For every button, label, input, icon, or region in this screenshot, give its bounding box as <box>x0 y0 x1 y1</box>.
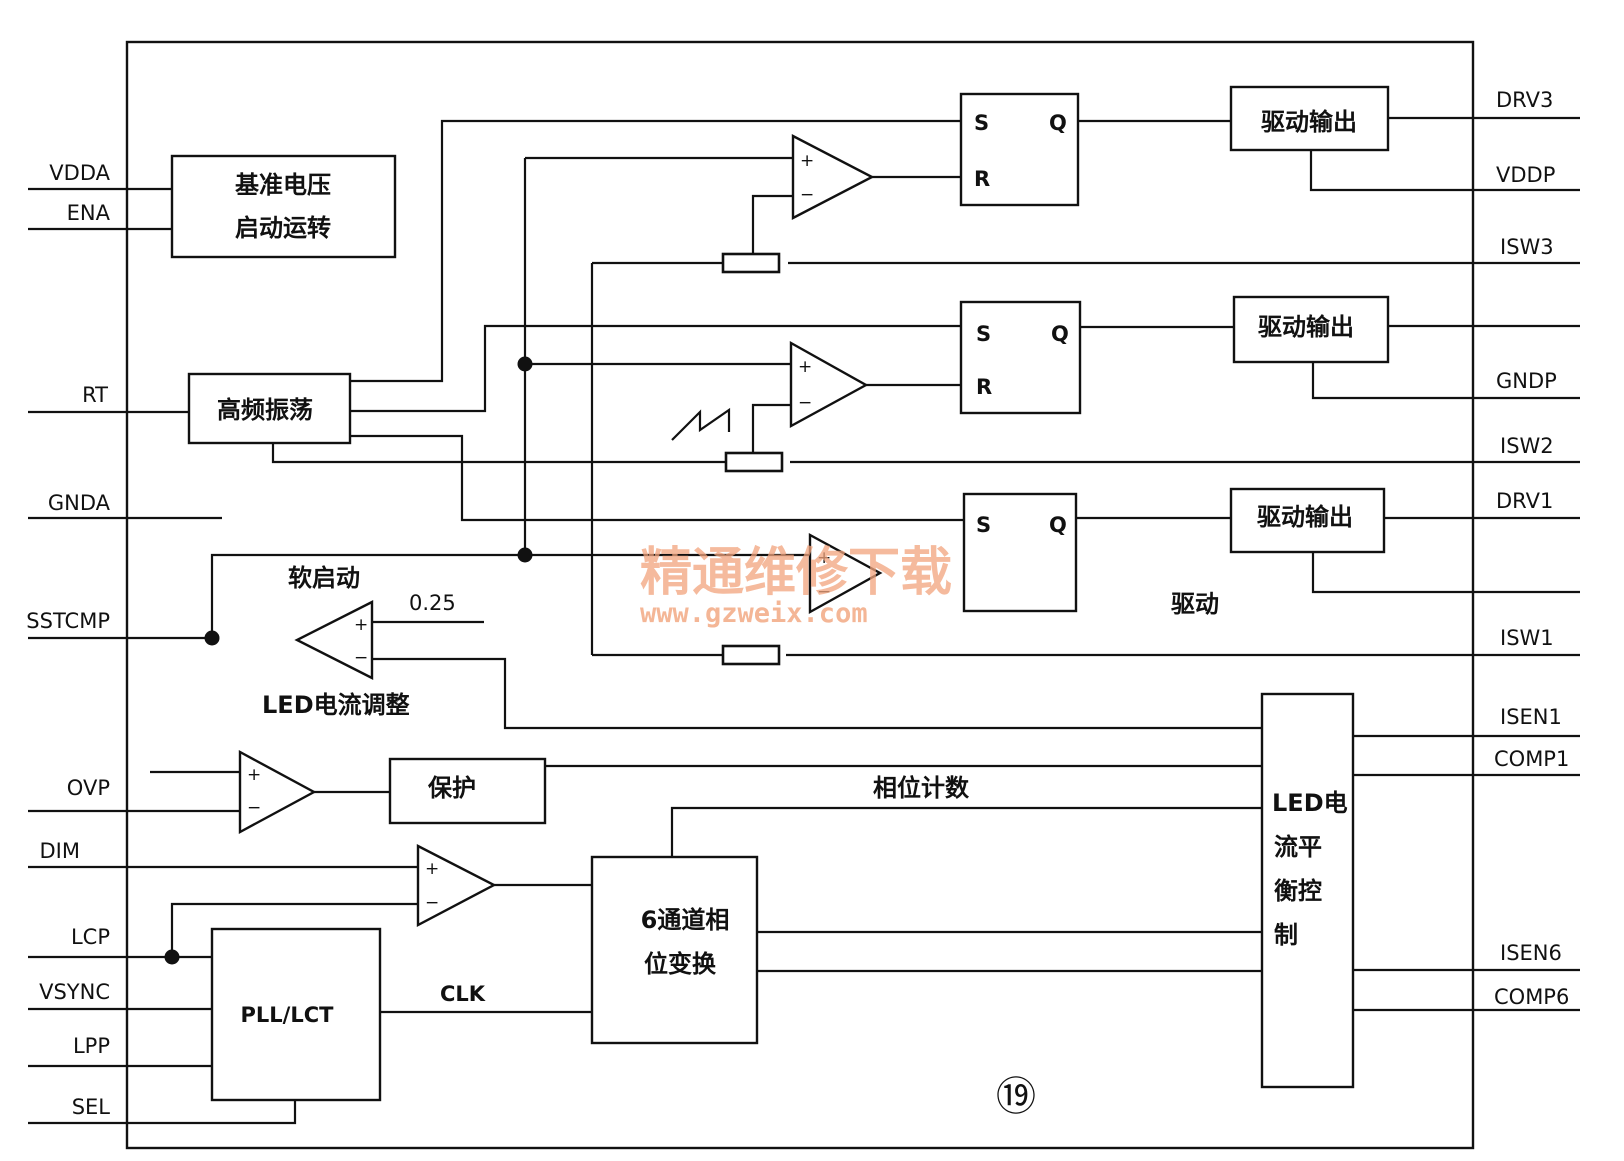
comparator-ovp: + − <box>238 749 317 835</box>
ref-line1: 基准电压 <box>235 171 331 199</box>
pin-vddp: VDDP <box>1496 163 1555 187</box>
svg-text:−: − <box>354 648 368 668</box>
pin-ena: ENA <box>67 201 111 225</box>
svg-text:+: + <box>800 151 814 171</box>
pin-isen1: ISEN1 <box>1500 705 1562 729</box>
protection-label: 保护 <box>427 774 476 802</box>
pin-lcp: LCP <box>71 925 110 949</box>
pin-comp6: COMP6 <box>1494 985 1569 1009</box>
pin-comp1: COMP1 <box>1494 747 1569 771</box>
pin-isw1: ISW1 <box>1500 626 1554 650</box>
comparator-dim: + − <box>416 844 497 927</box>
drive-output-block-1 <box>1229 487 1386 554</box>
ref-startup-block <box>170 154 397 259</box>
pin-sel: SEL <box>72 1095 111 1119</box>
pin-isw3: ISW3 <box>1500 235 1554 259</box>
led-adjust-label: LED电流调整 <box>262 691 410 719</box>
phase-shift-block <box>590 855 759 1045</box>
phase-shift-line1: 6通道相 <box>641 906 730 934</box>
svg-text:S: S <box>976 322 991 346</box>
pin-ovp: OVP <box>67 776 110 800</box>
svg-text:+: + <box>425 859 439 879</box>
watermark: 精通维修下载 www.gzweix.com <box>640 543 952 629</box>
left-pin-lines <box>28 187 418 1125</box>
oscillator-block <box>187 372 352 445</box>
figure-number: ⑲ <box>996 1074 1036 1120</box>
pin-gnda: GNDA <box>48 491 111 515</box>
svg-text:S: S <box>976 513 991 537</box>
comparator-2: + − <box>789 340 869 429</box>
pin-vsync: VSYNC <box>39 980 110 1004</box>
drive-output-label-2: 驱动输出 <box>1258 313 1354 341</box>
led-balance-line1: LED电 <box>1272 789 1348 817</box>
comparator-led-adjust: + − <box>294 600 374 680</box>
protection-block <box>388 757 547 825</box>
pin-gndp: GNDP <box>1496 369 1557 393</box>
comparator-1: + − <box>808 532 883 615</box>
pin-drv1: DRV1 <box>1496 489 1553 513</box>
svg-text:−: − <box>425 893 439 913</box>
svg-text:Q: Q <box>1049 111 1067 135</box>
svg-text:−: − <box>817 582 831 602</box>
ref-line2: 启动运转 <box>235 214 331 242</box>
phase-count-label: 相位计数 <box>873 774 970 802</box>
sr-latch-3: S R Q <box>959 92 1080 207</box>
svg-text:−: − <box>798 393 812 413</box>
vref-label: 0.25 <box>409 591 456 615</box>
led-balance-line3: 衡控 <box>1274 877 1322 905</box>
svg-text:+: + <box>817 548 831 568</box>
right-pin-lines <box>788 116 1580 1012</box>
internal-wiring <box>150 119 1580 1014</box>
svg-text:+: + <box>354 615 368 635</box>
soft-start-label: 软启动 <box>288 564 360 592</box>
sense-resistor-1 <box>721 644 781 666</box>
svg-text:S: S <box>974 111 989 135</box>
sawtooth-icon <box>671 407 731 441</box>
drive-output-block-3 <box>1229 85 1390 152</box>
pll-block <box>210 927 382 1102</box>
drive-output-label-3: 驱动输出 <box>1261 108 1357 136</box>
svg-text:+: + <box>798 357 812 377</box>
svg-text:−: − <box>247 798 261 818</box>
pin-rt: RT <box>82 383 108 407</box>
svg-text:Q: Q <box>1049 513 1067 537</box>
led-balance-line2: 流平 <box>1274 833 1322 861</box>
watermark-cn: 精通维修下载 <box>640 543 952 603</box>
pin-sstcmp: SSTCMP <box>26 609 110 633</box>
drive-label: 驱动 <box>1171 590 1219 618</box>
right-pin-labels: DRV3 VDDP ISW3 GNDP ISW2 DRV1 ISW1 ISEN1… <box>1494 88 1569 1009</box>
pin-dim: DIM <box>40 839 80 863</box>
pin-lpp: LPP <box>73 1034 110 1058</box>
svg-text:Q: Q <box>1051 322 1069 346</box>
phase-shift-line2: 位变换 <box>644 950 717 978</box>
junction-dots <box>164 356 533 965</box>
led-balance-block <box>1260 692 1355 1089</box>
pin-isw2: ISW2 <box>1500 434 1554 458</box>
oscillator-label: 高频振荡 <box>217 396 313 424</box>
pin-isen6: ISEN6 <box>1500 941 1562 965</box>
svg-text:R: R <box>974 167 990 191</box>
sense-resistor-3 <box>721 252 781 274</box>
svg-text:R: R <box>976 375 992 399</box>
comparator-3: + − <box>791 134 875 220</box>
svg-text:+: + <box>247 765 261 785</box>
drive-output-block-2 <box>1232 295 1390 364</box>
led-balance-line4: 制 <box>1274 921 1298 949</box>
clk-label: CLK <box>440 982 486 1006</box>
drive-output-label-1: 驱动输出 <box>1257 503 1353 531</box>
sr-latch-2: S R Q <box>959 300 1082 415</box>
pin-vdda: VDDA <box>49 161 110 185</box>
left-pin-labels: VDDA ENA RT GNDA SSTCMP OVP DIM LCP VSYN… <box>26 161 110 1119</box>
sense-resistor-2 <box>724 451 784 473</box>
svg-text:−: − <box>800 185 814 205</box>
pll-label: PLL/LCT <box>241 1003 335 1027</box>
sr-latch-1: S Q <box>962 492 1078 613</box>
pin-drv3: DRV3 <box>1496 88 1553 112</box>
watermark-url: www.gzweix.com <box>640 598 868 629</box>
